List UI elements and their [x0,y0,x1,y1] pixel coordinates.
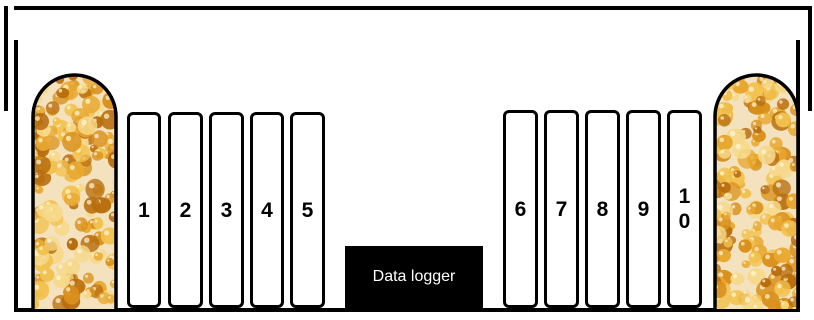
slot-10: 10 [667,110,702,308]
slot-3: 3 [209,112,244,308]
slot-label: 7 [555,197,568,221]
enclosure-top-wall [14,6,810,10]
slot-9: 9 [626,110,661,308]
slot-label: 1 [138,198,150,222]
data-logger-label: Data logger [372,268,456,285]
slot-label: 4 [261,198,273,222]
enclosure-floor [14,308,800,312]
silica-gel-beads-icon [31,73,118,309]
slot-label: 3 [220,198,233,222]
enclosure-left-inner-wall [14,40,18,310]
slot-7: 7 [544,110,579,308]
right-silica-gel-jar [713,73,800,309]
slot-4: 4 [250,112,284,308]
slot-8: 8 [585,110,620,308]
enclosure-right-outer-wall [808,6,812,111]
slot-label: 10 [678,184,691,233]
slot-label: 5 [301,198,314,222]
silica-gel-beads-icon [713,73,800,309]
slot-label: 9 [637,197,650,221]
slot-6: 6 [503,110,538,308]
slot-2: 2 [168,112,203,308]
enclosure-left-outer-wall [4,6,8,111]
data-logger: Data logger [345,246,483,308]
left-silica-gel-jar [31,73,118,309]
slot-1: 1 [127,112,161,308]
slot-label: 6 [514,197,527,221]
slot-label: 2 [179,198,192,222]
slot-5: 5 [290,112,325,308]
slot-label: 8 [596,197,609,221]
